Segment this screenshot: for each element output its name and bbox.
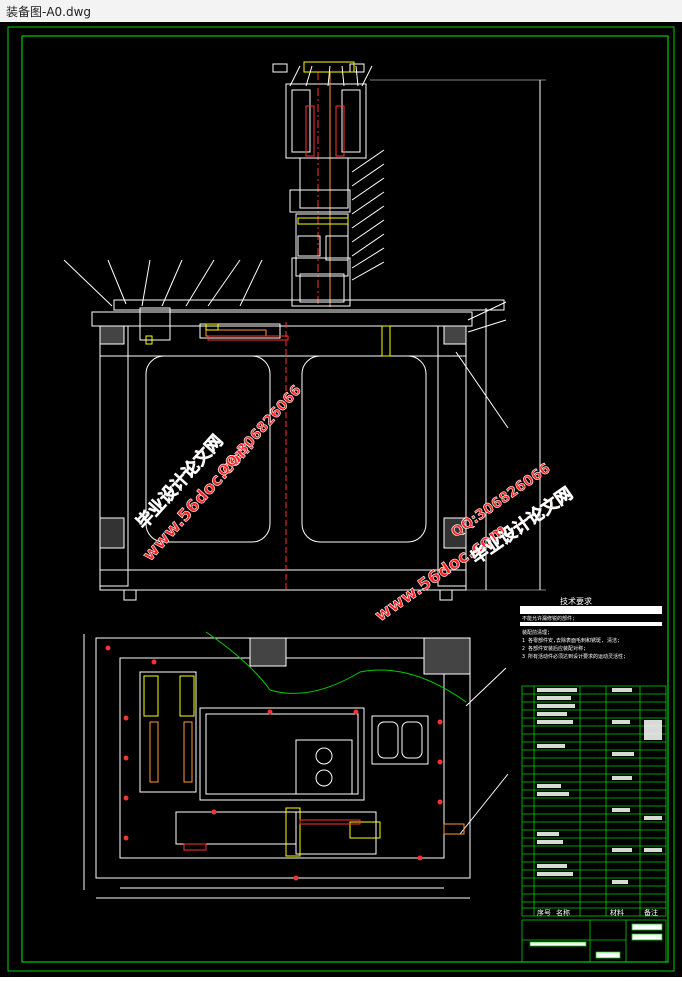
bom-header-no: 序号 xyxy=(537,908,551,917)
watermark-left: www.56doc.com 毕业设计论文网 QQ:306826066 xyxy=(132,382,305,566)
cad-drawing: 技术要求 不能允许漏修锐的部件; 装配前清理; 1 各零部件安,去除表面毛刺和锈… xyxy=(7,26,675,972)
front-view xyxy=(63,63,546,601)
tech-req-line-1: 不能允许漏修锐的部件; xyxy=(522,615,575,622)
tech-req-line-3: 1 各零部件安,去除表面毛刺和锈斑, 清洁; xyxy=(522,637,620,644)
cad-viewport[interactable]: 技术要求 不能允许漏修锐的部件; 装配前清理; 1 各零部件安,去除表面毛刺和锈… xyxy=(0,22,682,977)
tech-req-title: 技术要求 xyxy=(560,596,592,606)
bom-header-material: 材料 xyxy=(610,908,624,917)
plan-view-holes xyxy=(105,645,443,881)
bom-header-remark: 备注 xyxy=(644,908,658,917)
tech-requirements: 技术要求 不能允许漏修锐的部件; 装配前清理; 1 各零部件安,去除表面毛刺和锈… xyxy=(520,596,662,660)
inner-frame xyxy=(21,35,669,963)
plan-view xyxy=(83,631,509,899)
outer-frame xyxy=(7,26,675,972)
bom-header: 序号 名称 材料 备注 xyxy=(537,908,658,917)
bom-table xyxy=(521,685,667,917)
title-block xyxy=(521,919,667,963)
window-titlebar: 装备图-A0.dwg xyxy=(0,0,682,23)
bom-cell-fills xyxy=(537,688,662,884)
tech-req-line-5: 3 所有活动件必须达到设计要求的运动灵活性; xyxy=(522,653,626,660)
plan-view-accents xyxy=(143,675,465,857)
tech-req-line-4: 2 各部件安装后应装配对称; xyxy=(522,645,586,652)
tech-req-line-2: 装配前清理; xyxy=(522,629,550,636)
front-view-accents xyxy=(145,61,391,357)
watermark-qq-left: QQ:306826066 xyxy=(215,382,305,480)
bom-header-name: 名称 xyxy=(556,908,570,917)
window-title: 装备图-A0.dwg xyxy=(6,5,92,19)
